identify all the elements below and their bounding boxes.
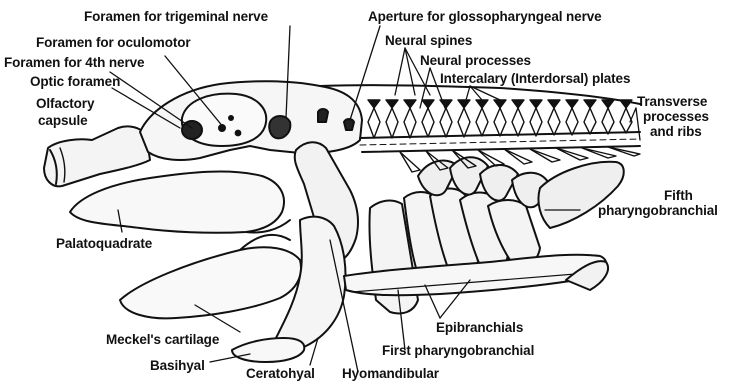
label-palatoquadrate: Palatoquadrate	[56, 236, 152, 251]
label-basihyal: Basihyal	[150, 358, 205, 373]
olfactory-capsule-shape	[44, 126, 150, 186]
label-ceratohyal: Ceratohyal	[246, 366, 315, 381]
label-optic-foramen: Optic foramen	[30, 74, 120, 89]
label-fifth-2: pharyngobranchial	[598, 203, 718, 218]
label-olfactory-2: capsule	[38, 113, 88, 128]
basihyal-shape	[232, 338, 304, 362]
label-fifth-1: Fifth	[664, 188, 693, 203]
label-foramen-4th-nerve: Foramen for 4th nerve	[4, 55, 144, 70]
palatoquadrate-shape	[70, 172, 284, 233]
label-foramen-trigeminal: Foramen for trigeminal nerve	[84, 9, 268, 24]
label-olfactory-1: Olfactory	[36, 96, 94, 111]
label-hyomandibular: Hyomandibular	[342, 366, 439, 381]
label-intercalary-plates: Intercalary (Interdorsal) plates	[440, 71, 630, 86]
meckels-cartilage-shape	[120, 247, 301, 318]
label-neural-spines: Neural spines	[385, 33, 472, 48]
label-foramen-oculomotor: Foramen for oculomotor	[36, 35, 191, 50]
label-first-pharyngobranchial: First pharyngobranchial	[382, 343, 534, 358]
label-transverse-1: Transverse	[637, 94, 707, 109]
label-meckels-cartilage: Meckel's cartilage	[106, 332, 219, 347]
label-transverse-2: processes	[643, 109, 709, 124]
label-transverse-3: and ribs	[650, 124, 702, 139]
label-epibranchials: Epibranchials	[436, 320, 523, 335]
label-neural-processes: Neural processes	[420, 53, 531, 68]
label-aperture-glossopharyngeal: Aperture for glossopharyngeal nerve	[368, 9, 602, 24]
